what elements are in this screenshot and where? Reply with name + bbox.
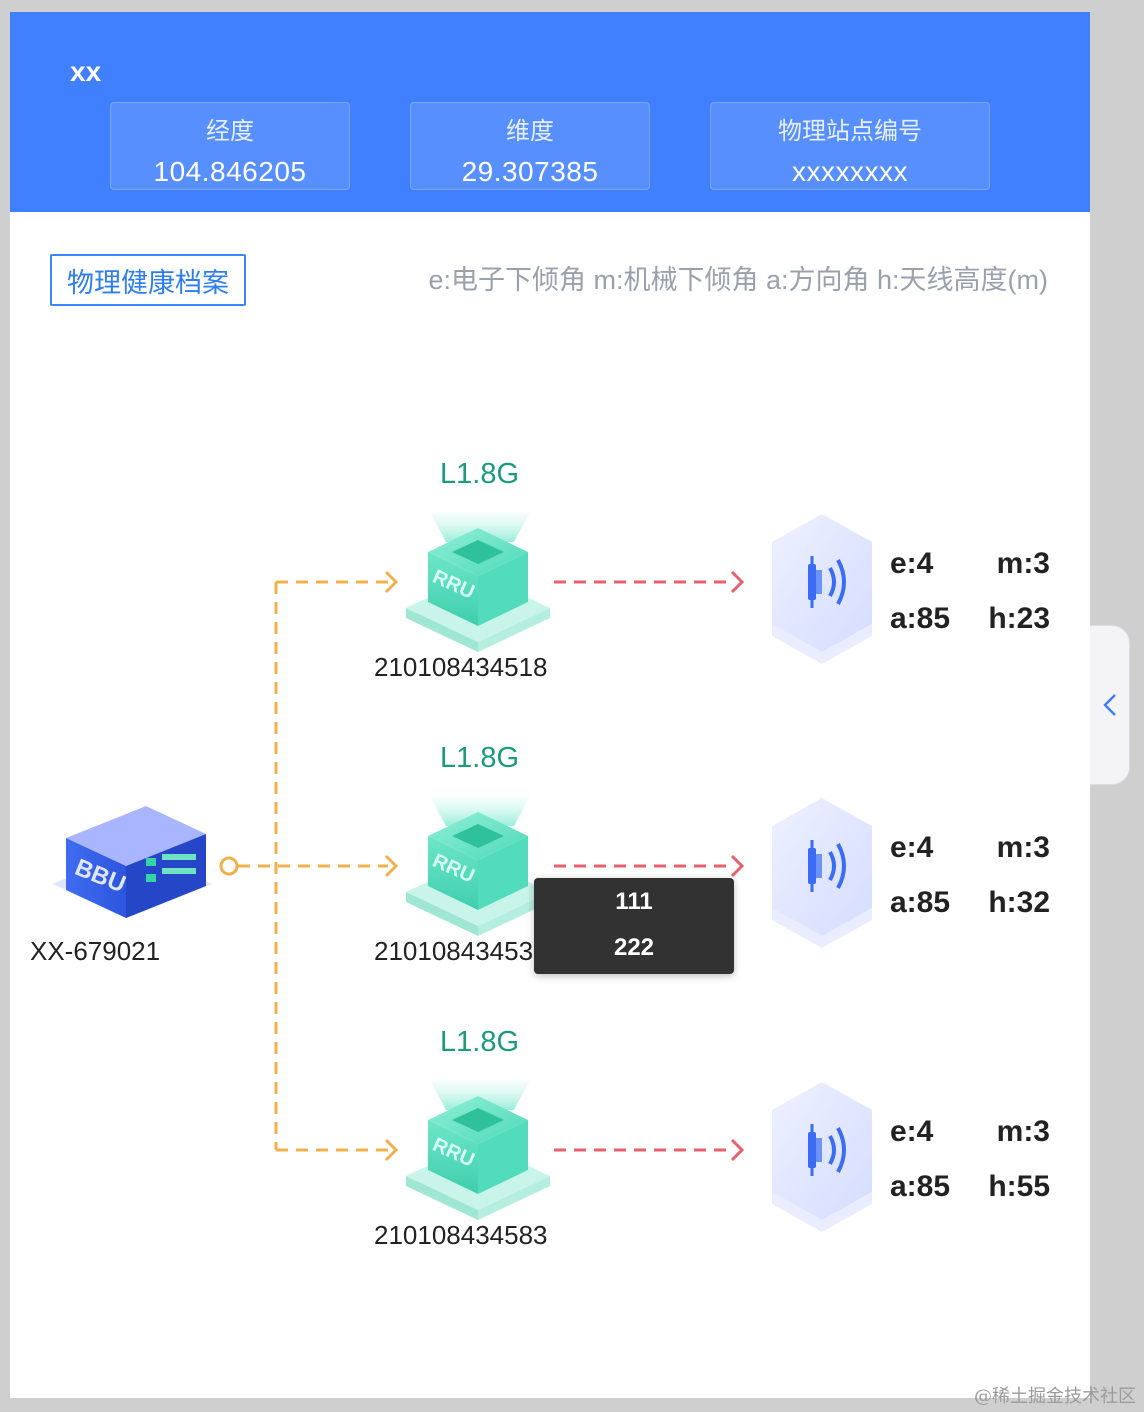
site-header: xx 经度 104.846205 维度 29.307385 物理站点编号 xxx…	[10, 12, 1090, 212]
legend-text: e:电子下倾角 m:机械下倾角 a:方向角 h:天线高度(m)	[428, 265, 1048, 295]
antenna-icon-1[interactable]	[772, 514, 872, 664]
health-record-button[interactable]: 物理健康档案	[50, 254, 246, 306]
site-number-card: 物理站点编号 xxxxxxxx	[710, 102, 990, 190]
antenna-a: a:85	[890, 1170, 951, 1203]
antenna-a: a:85	[890, 602, 951, 635]
antenna-icon-3[interactable]	[772, 1082, 872, 1232]
tooltip-line-1: 111	[615, 888, 653, 915]
site-number-value: xxxxxxxx	[792, 156, 908, 187]
antenna-m: m:3	[996, 831, 1050, 864]
latitude-label: 维度	[506, 118, 554, 145]
topology-panel: xx 经度 104.846205 维度 29.307385 物理站点编号 xxx…	[10, 12, 1090, 1398]
rru-links	[554, 580, 732, 1152]
antenna-params-3: e:4 m:3 a:85 h:55	[890, 1104, 1050, 1214]
tooltip-line-2: 222	[613, 934, 655, 961]
bbu-icon[interactable]: BBU	[52, 806, 212, 918]
rru-band-2: L1.8G	[440, 742, 519, 774]
rru-id-2: 210108434533	[374, 936, 548, 966]
antenna-params-2: e:4 m:3 a:85 h:32	[890, 820, 1050, 930]
rru-id-3: 210108434583	[374, 1220, 548, 1250]
collapse-panel-button[interactable]	[1090, 625, 1130, 785]
bbu-link-arrowheads	[384, 570, 399, 1162]
longitude-value: 104.846205	[153, 156, 307, 187]
rru-band-1: L1.8G	[440, 458, 519, 490]
antenna-icon-2[interactable]	[772, 798, 872, 948]
antenna-m: m:3	[996, 547, 1050, 580]
antenna-e: e:4	[890, 831, 934, 864]
antenna-m: m:3	[996, 1115, 1050, 1148]
longitude-label: 经度	[206, 118, 254, 145]
site-title: xx	[70, 56, 102, 87]
rru-icon-1[interactable]: RRU	[406, 512, 550, 652]
bbu-name: XX-679021	[30, 936, 161, 966]
chevron-left-icon	[1102, 694, 1116, 716]
antenna-h: h:32	[988, 886, 1050, 919]
antenna-a: a:85	[890, 886, 951, 919]
latitude-value: 29.307385	[461, 156, 599, 187]
bbu-links	[238, 580, 388, 1152]
antenna-e: e:4	[890, 547, 934, 580]
rru-band-3: L1.8G	[440, 1026, 519, 1058]
antenna-h: h:23	[988, 602, 1050, 635]
antenna-e: e:4	[890, 1115, 934, 1148]
antenna-params-1: e:4 m:3 a:85 h:23	[890, 536, 1050, 646]
latitude-card: 维度 29.307385	[410, 102, 650, 190]
site-number-label: 物理站点编号	[778, 118, 922, 145]
bbu-port-dot	[219, 856, 239, 876]
antenna-h: h:55	[988, 1170, 1050, 1203]
rru-icon-2[interactable]: RRU	[406, 796, 550, 936]
longitude-card: 经度 104.846205	[110, 102, 350, 190]
rru-link-arrowheads	[730, 570, 745, 1162]
rru-icon-3[interactable]: RRU	[406, 1080, 550, 1220]
rru-id-1: 210108434518	[374, 652, 548, 682]
link-tooltip: 111 222	[534, 878, 734, 974]
watermark: @稀土掘金技术社区	[974, 1386, 1136, 1407]
topology-diagram: BBU RRU RRU	[52, 512, 872, 1232]
